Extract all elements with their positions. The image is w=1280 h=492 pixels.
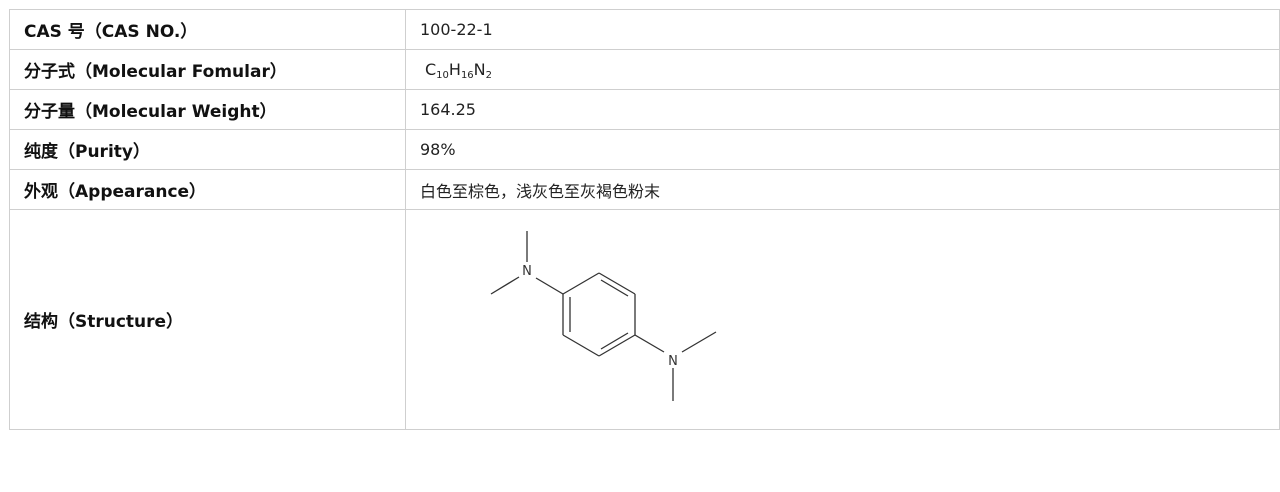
bond-ring-double-1 xyxy=(600,279,629,297)
formula-count-h: 16 xyxy=(460,70,474,81)
molecular-formula-value: C10H16N2 xyxy=(405,49,1280,90)
bond-n-bottom-methyl-1 xyxy=(681,331,717,353)
row-purity: 纯度（Purity） 98% xyxy=(9,129,1280,170)
chemical-structure-diagram: N N xyxy=(490,231,717,401)
formula-element-h: H xyxy=(448,60,461,79)
bond-ring-to-n-top xyxy=(535,277,564,295)
bond-ring-1 xyxy=(562,272,600,295)
appearance-label: 外观（Appearance） xyxy=(9,169,406,210)
benzene-ring xyxy=(562,272,636,357)
purity-value: 98% xyxy=(405,129,1280,170)
atom-n-bottom: N xyxy=(668,354,678,369)
appearance-value: 白色至棕色，浅灰色至灰褐色粉末 xyxy=(405,169,1280,210)
formula-element-c: C xyxy=(425,60,437,79)
dimethylamino-bonds xyxy=(490,231,717,401)
cas-number-label: CAS 号（CAS NO.） xyxy=(9,9,406,50)
row-molecular-weight: 分子量（Molecular Weight） 164.25 xyxy=(9,89,1280,130)
formula-text: C10H16N2 xyxy=(420,60,493,81)
bond-n-top-methyl-2 xyxy=(490,276,520,295)
bond-ring-5 xyxy=(562,334,600,357)
atom-n-top: N xyxy=(522,264,532,279)
purity-label: 纯度（Purity） xyxy=(9,129,406,170)
bond-ring-2 xyxy=(598,272,636,295)
bond-ring-4 xyxy=(598,334,636,357)
structure-label: 结构（Structure） xyxy=(9,209,406,430)
product-spec-table: CAS 号（CAS NO.） 100-22-1 分子式（Molecular Fo… xyxy=(9,9,1280,430)
molecular-formula-label: 分子式（Molecular Fomular） xyxy=(9,49,406,90)
bond-ring-double-2 xyxy=(600,332,629,350)
molecular-weight-label: 分子量（Molecular Weight） xyxy=(9,89,406,130)
row-cas-number: CAS 号（CAS NO.） 100-22-1 xyxy=(9,9,1280,50)
cas-number-value: 100-22-1 xyxy=(405,9,1280,50)
structure-cell: N N xyxy=(405,209,1280,430)
formula-count-c: 10 xyxy=(436,70,449,81)
row-structure: 结构（Structure） xyxy=(9,209,1280,430)
bond-ring-to-n-bottom xyxy=(634,334,665,353)
molecular-weight-value: 164.25 xyxy=(405,89,1280,130)
formula-element-n: N xyxy=(473,60,486,79)
row-appearance: 外观（Appearance） 白色至棕色，浅灰色至灰褐色粉末 xyxy=(9,169,1280,210)
row-molecular-formula: 分子式（Molecular Fomular） C10H16N2 xyxy=(9,49,1280,90)
formula-count-n: 2 xyxy=(485,70,493,81)
